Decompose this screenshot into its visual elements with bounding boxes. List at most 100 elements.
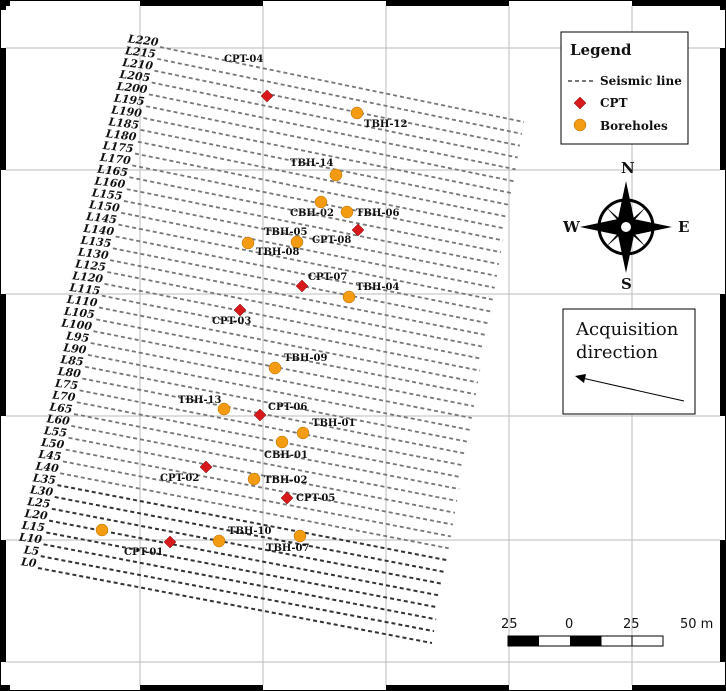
frame-tick-right [720, 48, 726, 170]
legend-cpt-label: CPT [600, 96, 628, 110]
seismic-line [37, 567, 433, 644]
borehole-marker [293, 529, 307, 543]
seismic-line [79, 389, 464, 467]
seismic-line [62, 460, 451, 538]
site-label: TBH-06 [356, 208, 399, 219]
site-cpt-07: CPT-07 [295, 272, 347, 293]
compass-south-point [626, 227, 634, 273]
seismic-line-label: L145 [85, 210, 118, 227]
site-label: CPT-07 [308, 272, 347, 283]
site-tbh-10: TBH-10 [212, 526, 271, 548]
seismic-line [96, 318, 477, 396]
frame-tick-bottom [0, 685, 10, 691]
cpt-marker [295, 279, 309, 293]
acquisition-box [562, 308, 696, 415]
seismic-line-label: L95 [64, 329, 89, 345]
seismic-line-label: L70 [51, 388, 77, 404]
legend-cpt-symbol [573, 96, 587, 110]
seismic-line-label: L140 [82, 222, 115, 239]
seismic-line-labels: L220L215L210L205L200L195L190L185L180L175… [17, 32, 159, 570]
seismic-line-label: L55 [42, 424, 67, 440]
seismic-line-label: L215 [123, 44, 156, 61]
site-label: TBH-02 [264, 475, 307, 486]
seismic-line-label: L200 [115, 80, 148, 97]
seismic-line-label: L205 [118, 68, 151, 85]
seismic-line [93, 330, 474, 408]
seismic-line-label: L35 [31, 471, 56, 487]
site-tbh-07: TBH-07 [266, 529, 309, 554]
site-cpt-05: CPT-05 [280, 491, 335, 505]
scale-label-25-right: 25 [623, 617, 640, 632]
acquisition-arrow-head [575, 374, 586, 383]
cpt-marker [351, 223, 365, 237]
seismic-line [101, 294, 481, 372]
compass-north-point [626, 181, 634, 227]
borehole-marker [350, 106, 364, 120]
seismic-line-label: L220 [126, 32, 159, 49]
site-label: CPT-05 [296, 493, 335, 504]
compass-label-n: N [621, 159, 635, 177]
seismic-line-label: L90 [62, 341, 88, 357]
frame-tick-bottom [386, 685, 509, 691]
acquisition-label-line2: direction [576, 342, 658, 363]
site-label: TBH-12 [364, 119, 407, 130]
site-label: TBH-01 [312, 418, 355, 429]
site-tbh-14: TBH-14 [290, 158, 343, 182]
site-cbh-02: CBH-02 [290, 195, 334, 219]
seismic-line [109, 259, 487, 337]
site-cpt-04: CPT-04 [224, 54, 274, 103]
seismic-line-label: L185 [107, 115, 140, 132]
seismic-line-label: L160 [93, 174, 126, 191]
seismic-line-label: L75 [53, 377, 78, 393]
seismic-line [90, 342, 472, 419]
site-cbh-01: CBH-01 [264, 435, 308, 461]
borehole-marker [329, 168, 343, 182]
borehole-marker [247, 472, 261, 486]
frame-tick-bottom [140, 685, 263, 691]
borehole-marker [212, 534, 226, 548]
site-label: TBH-14 [290, 158, 333, 169]
seismic-line-label: L65 [48, 400, 73, 416]
seismic-line-label: L125 [73, 257, 106, 274]
legend: Legend Seismic line CPT Boreholes [560, 31, 689, 145]
frame-tick-top [386, 0, 509, 6]
seismic-line [68, 436, 456, 514]
frame-tick-right [720, 294, 726, 416]
seismic-line [107, 271, 485, 348]
site-label: TBH-09 [284, 353, 327, 364]
seismic-line [98, 306, 479, 384]
seismic-line [115, 235, 491, 313]
seismic-line-label: L150 [87, 198, 120, 215]
acquisition-arrow-shaft [581, 377, 685, 402]
seismic-line-label: L175 [101, 139, 134, 156]
seismic-line [157, 57, 523, 135]
frame-tick-left [0, 294, 6, 416]
legend-title: Legend [570, 41, 632, 59]
site-label: CPT-08 [312, 235, 351, 246]
site-tbh-13: TBH-13 [178, 395, 231, 416]
site-label: TBH-08 [256, 247, 299, 258]
seismic-line-label: L15 [20, 519, 45, 535]
site-tbh-02: TBH-02 [247, 472, 307, 486]
site-label: CPT-06 [268, 402, 307, 413]
seismic-line-label: L170 [98, 151, 131, 168]
seismic-line-label: L50 [39, 436, 65, 452]
site-cpt-01: CPT-01 [124, 535, 177, 558]
compass-label-w: W [562, 218, 581, 236]
seismic-line-label: L165 [96, 162, 129, 179]
seismic-line [46, 531, 439, 609]
seismic-line [129, 176, 502, 254]
seismic-line [84, 365, 468, 443]
scale-label-50m: 50 m [680, 617, 713, 632]
seismic-line-label: L180 [104, 127, 137, 144]
seismic-line-label: L115 [68, 281, 101, 298]
seismic-line [57, 484, 447, 562]
compass-east-point [626, 227, 672, 235]
seismic-line [123, 200, 497, 277]
borehole-marker [296, 426, 310, 440]
site-cpt-06: CPT-06 [253, 402, 307, 422]
compass-label-s: S [621, 275, 632, 293]
seismic-line [65, 448, 454, 526]
